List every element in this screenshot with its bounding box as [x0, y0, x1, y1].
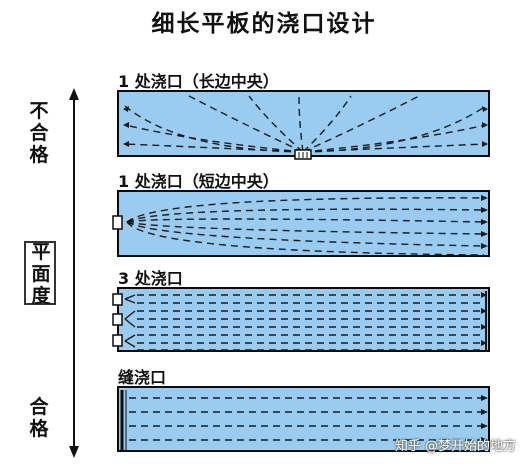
flow-lines-short-edge-center: [112, 195, 488, 256]
case-label-long-edge-center: 1 处浇口（长边中央）: [118, 72, 279, 91]
gate-marker: [112, 293, 123, 306]
gate-marker: [112, 334, 123, 347]
plate-fan-gate: [117, 386, 490, 452]
gate-marker: [112, 215, 123, 230]
scale-label-good: 合格: [29, 396, 49, 440]
case-label-short-edge-center: 1 处浇口（短边中央）: [118, 172, 279, 191]
case-label-three-gates: 3 处浇口: [118, 269, 183, 288]
quality-axis-arrow: [69, 88, 79, 458]
scale-label-box: 平面度: [24, 241, 56, 307]
plate-long-edge-center: [117, 90, 490, 160]
flow-lines-long-edge-center: [123, 95, 488, 160]
diagram-title: 细长平板的浇口设计: [151, 11, 377, 37]
gate-marker: [112, 313, 123, 326]
case-label-fan-gate: 缝浇口: [118, 368, 167, 387]
watermark: 知乎 @梦开始的地方: [394, 439, 516, 454]
flow-lines-fan-gate: [120, 390, 488, 452]
scale-label-flatness: 平面度: [31, 241, 51, 307]
flow-lines-three-gates: [112, 291, 487, 352]
plate-three-gates: [112, 287, 490, 352]
scale-label-bad: 不合格: [29, 100, 49, 166]
plate-short-edge-center: [112, 190, 490, 257]
